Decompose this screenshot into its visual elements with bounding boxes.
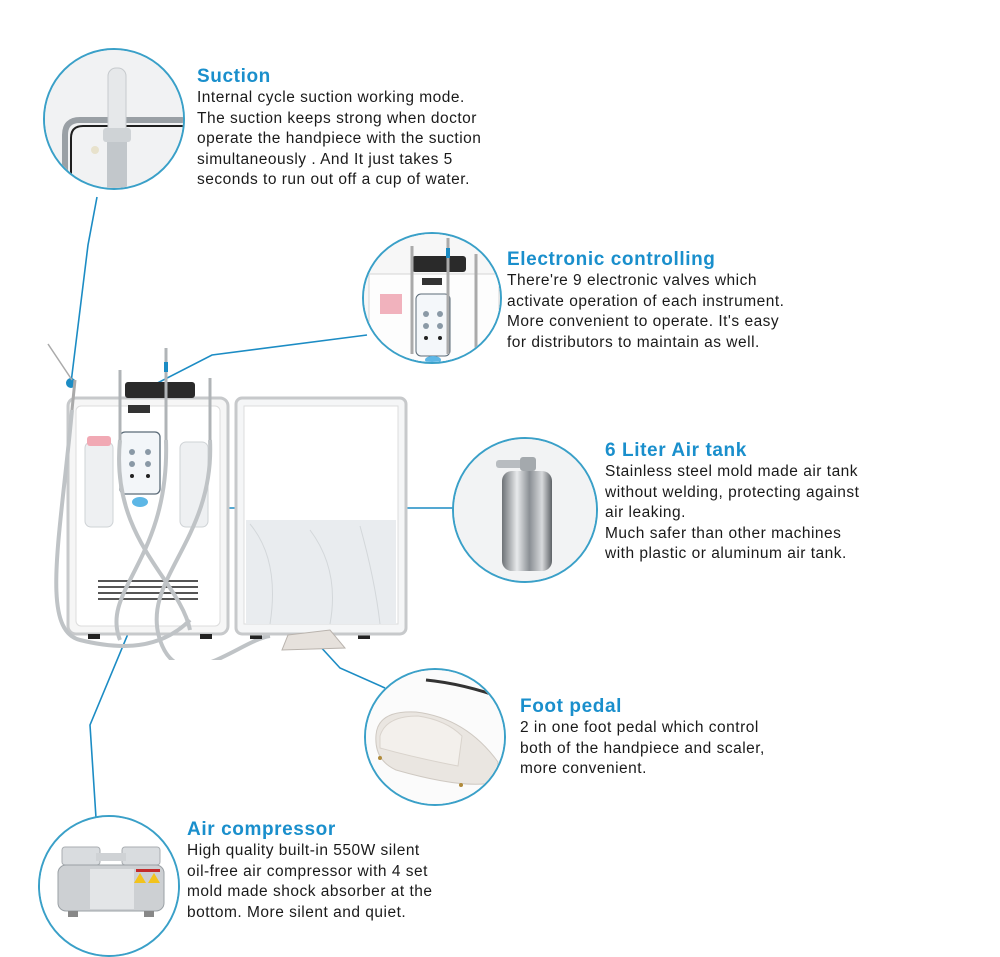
airtank-image-circle	[452, 437, 598, 583]
feature-description: Internal cycle suction working mode. The…	[197, 89, 482, 188]
feature-title: Suction	[197, 66, 271, 87]
feature-title: Foot pedal	[520, 696, 623, 717]
feature-description: High quality built-in 550W silent oil-fr…	[187, 842, 433, 921]
air-compressor-icon	[40, 817, 178, 955]
electronic-image-circle	[362, 232, 502, 364]
feature-suction: Suction Internal cycle suction working m…	[197, 66, 481, 191]
feature-description: 2 in one foot pedal which control both o…	[520, 719, 765, 777]
air-tank-icon	[454, 439, 596, 581]
compressor-image-circle	[38, 815, 180, 957]
feature-electronic-controlling: Electronic controlling There're 9 electr…	[507, 249, 784, 353]
feature-title: Air compressor	[187, 819, 336, 840]
dental-unit-image	[47, 343, 408, 660]
feature-description: There're 9 electronic valves which activ…	[507, 272, 785, 351]
feature-foot-pedal: Foot pedal 2 in one foot pedal which con…	[520, 696, 765, 780]
control-panel-icon	[364, 234, 500, 362]
feature-title: Electronic controlling	[507, 249, 716, 270]
footpedal-image-circle	[364, 668, 506, 806]
suction-handpiece-icon	[45, 50, 183, 188]
suction-image-circle	[43, 48, 185, 190]
feature-air-compressor: Air compressor High quality built-in 550…	[187, 819, 433, 923]
feature-description: Stainless steel mold made air tank witho…	[605, 463, 860, 562]
feature-air-tank: 6 Liter Air tank Stainless steel mold ma…	[605, 440, 859, 565]
feature-title: 6 Liter Air tank	[605, 440, 747, 461]
foot-pedal-icon	[366, 670, 504, 804]
